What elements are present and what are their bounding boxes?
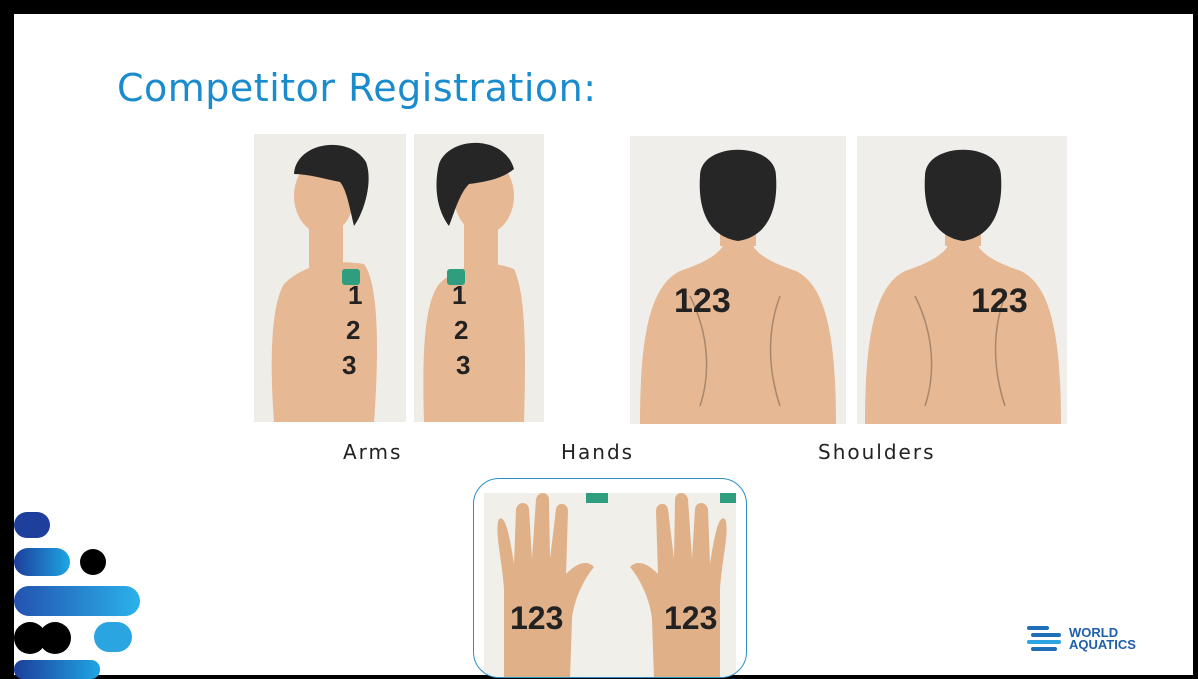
- shoulder-right-image: 123: [857, 136, 1067, 424]
- arm-right-image: 1 2 3: [414, 134, 544, 422]
- arm-left-digit-1: 1: [348, 280, 362, 310]
- shoulder-right-number: 123: [971, 282, 1028, 320]
- shoulder-left-number: 123: [674, 282, 731, 320]
- caption-arms: Arms: [343, 440, 402, 464]
- arm-right-digit-2: 2: [454, 315, 468, 345]
- arm-right-digit-3: 3: [456, 350, 470, 380]
- shoulder-left-image: 123: [630, 136, 846, 424]
- hands-image: 123 123: [473, 478, 747, 678]
- caption-shoulders: Shoulders: [818, 440, 935, 464]
- world-aquatics-icon: [1025, 624, 1063, 654]
- slide-title: Competitor Registration:: [117, 66, 597, 110]
- hand-left-number: 123: [510, 600, 563, 636]
- caption-hands: Hands: [561, 440, 634, 464]
- brand-line-2: AQUATICS: [1069, 639, 1136, 651]
- arm-left-image: 1 2 3: [254, 134, 406, 422]
- arm-left-digit-2: 2: [346, 315, 360, 345]
- arm-right-digit-1: 1: [452, 280, 466, 310]
- arm-left-digit-3: 3: [342, 350, 356, 380]
- hand-right-number: 123: [664, 600, 717, 636]
- world-aquatics-logo: WORLD AQUATICS: [1025, 624, 1136, 654]
